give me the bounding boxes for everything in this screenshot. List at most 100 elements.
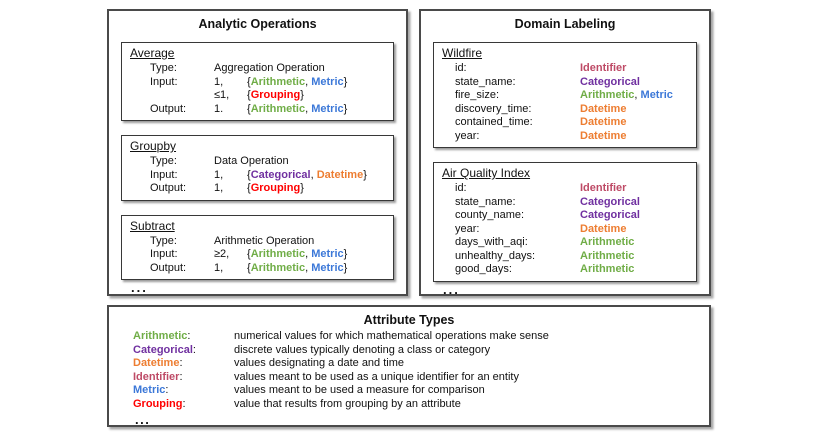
operation-row-value: Data Operation xyxy=(214,155,289,167)
attribute-type-row: Categorical: discrete values typically de… xyxy=(109,344,709,358)
domain-attribute-name: year: xyxy=(455,129,480,142)
domain-attribute-types: Arithmetic xyxy=(580,236,634,248)
operation-row-value: Aggregation Operation xyxy=(214,62,325,74)
attribute-type-label-cell: Arithmetic: xyxy=(133,330,234,344)
operation-row: Output: 1, {Arithmetic, Metric} xyxy=(130,262,385,276)
domain-attribute-name: contained_time: xyxy=(455,116,533,128)
attribute-type-description: values meant to be used a measure for co… xyxy=(234,384,485,396)
operation-row-count: 1, xyxy=(214,168,224,181)
type-name-categorical: Categorical xyxy=(250,168,311,181)
type-name-categorical: Categorical xyxy=(580,209,640,221)
operation-row-label: Input: xyxy=(150,168,178,181)
analytic-operations-ellipsis: ... xyxy=(131,280,148,295)
close-brace: } xyxy=(300,89,304,101)
type-name-arithmetic: Arithmetic xyxy=(580,249,635,262)
close-brace: } xyxy=(343,248,348,260)
open-brace: { xyxy=(247,261,251,274)
attribute-type-colon: : xyxy=(192,343,196,356)
attribute-type-label-cell: Metric: xyxy=(133,384,234,398)
domain-heading: Wildfire xyxy=(442,46,483,60)
domain-attribute-row: fire_size: Arithmetic, Metric xyxy=(442,89,688,103)
domain-attribute-types: Arithmetic xyxy=(580,250,634,262)
domain-attribute-name: unhealthy_days: xyxy=(455,249,536,262)
operation-row-value: Arithmetic Operation xyxy=(214,234,315,247)
operation-row-label: Output: xyxy=(150,261,187,274)
type-separator: , xyxy=(305,261,312,274)
type-name-identifier: Identifier xyxy=(580,182,627,194)
operation-row-types: {Categorical, Datetime} xyxy=(247,169,367,181)
domain-attribute-name: good_days: xyxy=(455,263,512,275)
domain-attribute-types: Datetime xyxy=(580,130,626,142)
type-name-datetime: Datetime xyxy=(580,129,627,142)
close-brace: } xyxy=(343,261,348,274)
type-name-identifier: Identifier xyxy=(580,62,627,74)
attribute-type-name-arithmetic: Arithmetic xyxy=(133,330,188,342)
operation-row: Output:1,{Grouping} xyxy=(130,182,385,196)
operation-row-label: Type: xyxy=(150,155,177,167)
domain-attribute-types: Datetime xyxy=(580,103,626,115)
operation-row-label: Type: xyxy=(150,62,177,74)
operation-row-types: {Arithmetic, Metric} xyxy=(247,262,347,274)
open-brace: { xyxy=(247,102,251,115)
domain-attribute-types: Arithmetic, Metric xyxy=(580,89,673,101)
type-name-arithmetic: Arithmetic xyxy=(580,263,635,275)
attribute-type-description: values designating a date and time xyxy=(234,357,405,369)
operation-row-label xyxy=(150,89,214,103)
type-name-arithmetic: Arithmetic xyxy=(580,89,635,101)
close-brace: } xyxy=(363,168,367,181)
domain-labeling-title: Domain Labeling xyxy=(514,17,616,31)
domain-heading: Air Quality Index xyxy=(442,166,531,180)
type-name-arithmetic: Arithmetic xyxy=(250,102,306,115)
attribute-type-description: discrete values typically denoting a cla… xyxy=(234,343,491,356)
operation-row-count: 1, xyxy=(214,261,224,274)
domain-attribute-types: Identifier xyxy=(580,62,626,74)
open-brace: { xyxy=(247,89,251,101)
type-name-metric: Metric xyxy=(311,248,344,260)
type-name-datetime: Datetime xyxy=(580,222,627,235)
operation-heading: Average xyxy=(130,46,175,60)
attribute-type-name-metric: Metric xyxy=(133,384,166,396)
domain-attribute-name: county_name: xyxy=(455,209,525,221)
operation-row-label: Output: xyxy=(150,182,187,194)
operation-row-count: 1. xyxy=(214,102,224,115)
attribute-type-row: Metric:values meant to be used a measure… xyxy=(109,384,709,398)
operation-row-types: {Grouping} xyxy=(247,89,304,101)
attribute-type-description: value that results from grouping by an a… xyxy=(234,397,461,410)
attribute-type-colon: : xyxy=(179,357,183,369)
operation-row: Type:Arithmetic Operation xyxy=(130,235,385,249)
domain-attribute-row: state_name:Categorical xyxy=(442,196,688,210)
operation-row: Input: 1, {Categorical, Datetime} xyxy=(130,169,385,183)
domain-attribute-types: Datetime xyxy=(580,223,626,235)
attribute-type-label-cell: Grouping: xyxy=(133,398,234,412)
domain-attribute-row: days_with_aqi: Arithmetic xyxy=(442,236,688,250)
close-brace: } xyxy=(343,75,348,88)
operation-row-count: 1, xyxy=(214,182,224,194)
domain-attribute-types: Datetime xyxy=(580,116,626,128)
attribute-type-colon: : xyxy=(187,330,191,342)
attribute-type-name-categorical: Categorical xyxy=(133,343,193,356)
attribute-type-row: Identifier:values meant to be used as a … xyxy=(109,371,709,385)
type-name-arithmetic: Arithmetic xyxy=(580,236,635,248)
domain-attribute-name: fire_size: xyxy=(455,89,500,101)
type-name-grouping: Grouping xyxy=(250,89,301,101)
domain-attribute-types: Categorical xyxy=(580,196,640,208)
attribute-type-row: Arithmetic:numerical values for which ma… xyxy=(109,330,709,344)
type-name-metric: Metric xyxy=(311,102,344,115)
domain-attribute-name: days_with_aqi: xyxy=(455,236,528,248)
type-name-datetime: Datetime xyxy=(580,116,627,128)
type-name-arithmetic: Arithmetic xyxy=(250,248,306,260)
domain-attribute-types: Arithmetic xyxy=(580,263,634,275)
attribute-type-name-grouping: Grouping xyxy=(133,397,183,410)
type-name-metric: Metric xyxy=(311,261,344,274)
type-name-categorical: Categorical xyxy=(580,195,640,208)
attribute-types-title: Attribute Types xyxy=(363,313,455,327)
domain-attribute-row: id:Identifier xyxy=(442,182,688,196)
attribute-types-list: Arithmetic:numerical values for which ma… xyxy=(109,330,709,411)
domain-attribute-row: good_days: Arithmetic xyxy=(442,263,688,277)
type-separator: , xyxy=(305,102,312,115)
